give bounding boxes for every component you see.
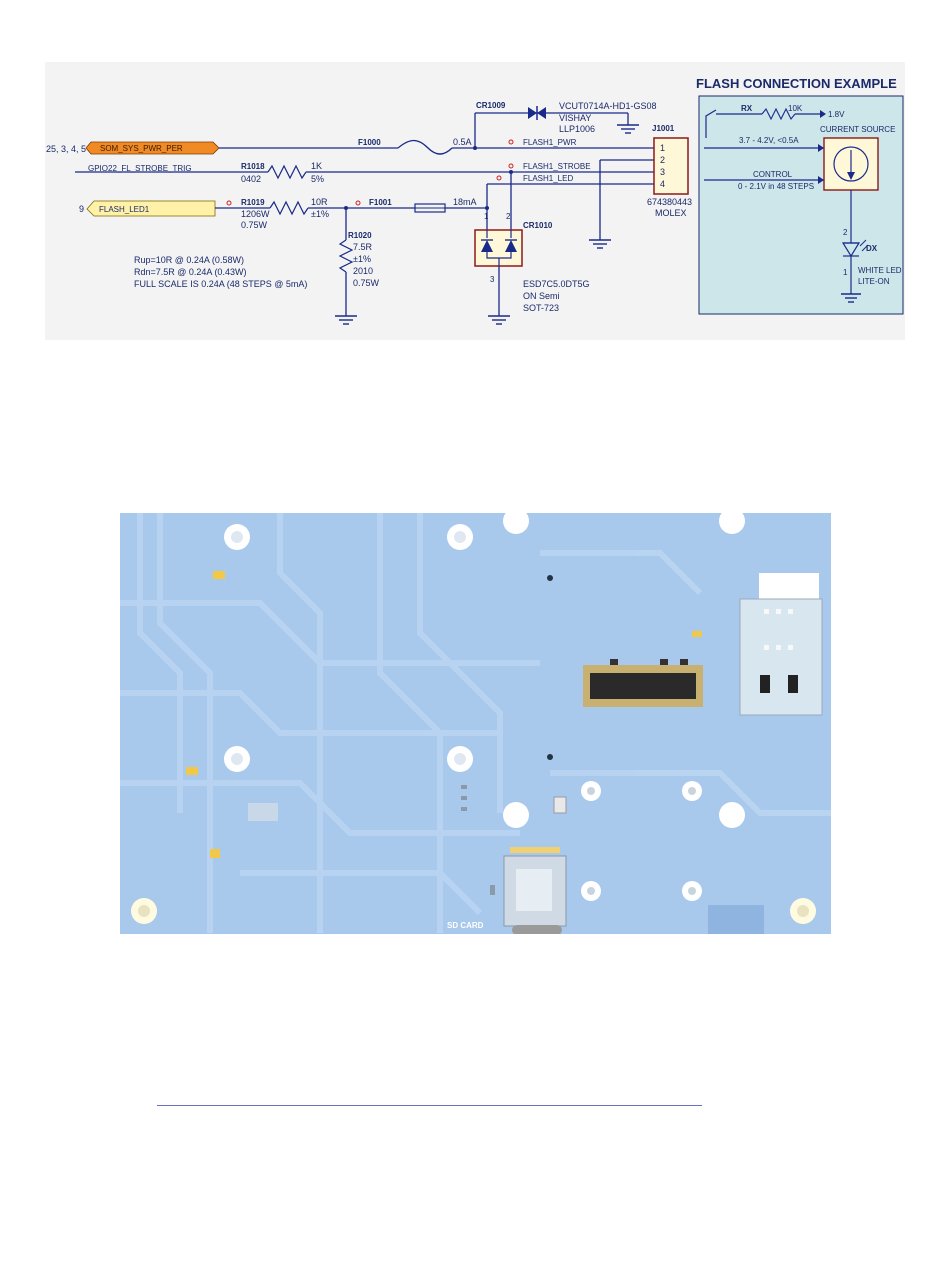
led-mfr: LITE-ON xyxy=(858,277,890,286)
m2-connector xyxy=(583,659,703,707)
r1020-power: 0.75W xyxy=(353,278,380,288)
fuse-f1000 xyxy=(397,139,453,155)
som-pwr-port xyxy=(85,141,220,155)
net-flash1-pwr: FLASH1_PWR xyxy=(523,138,577,147)
cr1010-ref: CR1010 xyxy=(523,221,553,230)
j1001-pin-3: 3 xyxy=(660,167,665,177)
resistor-rx xyxy=(761,107,796,121)
connector-j1001 xyxy=(653,137,689,195)
board-edge-block xyxy=(708,905,764,934)
net-flash1-led: FLASH1_LED xyxy=(523,174,573,183)
r1019-power: 0.75W xyxy=(241,220,268,230)
pcb-board-render: SD CARD xyxy=(120,513,831,934)
board-traces xyxy=(120,513,831,933)
som-pwr-port-label: SOM_SYS_PWR_PER xyxy=(100,144,183,153)
r1018-value: 1K xyxy=(311,161,322,171)
example-panel xyxy=(698,95,904,315)
f1001-rating: 18mA xyxy=(453,197,477,207)
cr1009-mfr: VISHAY xyxy=(559,113,591,123)
note-full-scale: FULL SCALE IS 0.24A (48 STEPS @ 5mA) xyxy=(134,279,307,289)
f1000-rating: 0.5A xyxy=(453,137,472,147)
ground-symbol xyxy=(335,315,357,325)
r1019-ref: R1019 xyxy=(241,198,265,207)
r1018-ref: R1018 xyxy=(241,162,265,171)
r1019-pkg: 1206W xyxy=(241,209,270,219)
cr1009-pkg: LLP1006 xyxy=(559,124,595,134)
resistor-r1018 xyxy=(267,164,307,180)
flash-led-pin: 9 xyxy=(79,204,84,214)
cr1010-part: ESD7C5.0DT5G xyxy=(523,279,590,289)
sim-card-connector xyxy=(739,573,823,716)
smd-pads xyxy=(186,571,702,858)
j1001-pin-2: 2 xyxy=(660,155,665,165)
cr1010-pin-2: 2 xyxy=(506,212,511,221)
r1020-pkg: 2010 xyxy=(353,266,373,276)
rx-label: RX xyxy=(741,104,753,113)
cr1009-part: VCUT0714A-HD1-GS08 xyxy=(559,101,657,111)
note-rdn: Rdn=7.5R @ 0.24A (0.43W) xyxy=(134,267,246,277)
board-substrate xyxy=(120,513,831,934)
control-range-label: 0 - 2.1V in 48 STEPS xyxy=(738,182,814,191)
cr1010-pkg: SOT-723 xyxy=(523,303,559,313)
j1001-part: 674380443 xyxy=(647,197,692,207)
small-components xyxy=(248,785,567,895)
r1020-ref: R1020 xyxy=(348,231,372,240)
ground-symbol xyxy=(488,315,510,325)
resistor-r1019 xyxy=(269,200,309,216)
j1001-mfr: MOLEX xyxy=(655,208,687,218)
led-pin-1: 1 xyxy=(843,268,848,277)
r1018-pkg: 0402 xyxy=(241,174,261,184)
led-name: WHITE LED xyxy=(858,266,902,275)
r1020-tol: ±1% xyxy=(353,254,371,264)
net-flash1-strobe: FLASH1_STROBE xyxy=(523,162,591,171)
sd-card-slot xyxy=(503,847,567,934)
led-pin-2: 2 xyxy=(843,228,848,237)
flash-schematic: FLASH CONNECTION EXAMPLE 25, 3, 4, 5 SOM… xyxy=(45,62,905,340)
panel-title: FLASH CONNECTION EXAMPLE xyxy=(696,76,897,91)
cr1010-pin-3: 3 xyxy=(490,275,495,284)
supply-label: 3.7 - 4.2V, <0.5A xyxy=(739,136,799,145)
r1018-tol: 5% xyxy=(311,174,324,184)
f1000-ref: F1000 xyxy=(358,138,381,147)
rx-value: 10K xyxy=(788,104,803,113)
gpio-strobe-label: GPIO22_FL_STROBE_TRIG xyxy=(88,164,192,173)
dx-label: DX xyxy=(866,244,878,253)
j1001-pin-4: 4 xyxy=(660,179,665,189)
flash-led-port-label: FLASH_LED1 xyxy=(99,205,150,214)
j1001-ref: J1001 xyxy=(652,124,675,133)
ground-symbol xyxy=(617,113,639,134)
note-rup: Rup=10R @ 0.24A (0.58W) xyxy=(134,255,244,265)
tvs-diode-cr1009 xyxy=(528,106,546,120)
sd-card-label: SD CARD xyxy=(447,921,484,930)
esd-diodes xyxy=(481,230,517,266)
net-pins-label: 25, 3, 4, 5 xyxy=(46,144,86,154)
cr1010-mfr: ON Semi xyxy=(523,291,560,301)
ground-symbol xyxy=(841,293,861,303)
r1019-tol: ±1% xyxy=(311,209,329,219)
cr1009-ref: CR1009 xyxy=(476,101,506,110)
f1001-ref: F1001 xyxy=(369,198,392,207)
mounting-holes xyxy=(131,513,816,924)
r1020-value: 7.5R xyxy=(353,242,373,252)
r1019-value: 10R xyxy=(311,197,328,207)
j1001-pin-1: 1 xyxy=(660,143,665,153)
resistor-r1020 xyxy=(338,239,354,273)
v18-label: 1.8V xyxy=(828,110,845,119)
cr1010-pin-1: 1 xyxy=(484,212,489,221)
current-source-symbol xyxy=(833,146,869,182)
control-label: CONTROL xyxy=(753,170,793,179)
ground-symbol xyxy=(589,239,611,249)
current-source-label: CURRENT SOURCE xyxy=(820,125,895,134)
page-divider-line xyxy=(157,1105,702,1106)
